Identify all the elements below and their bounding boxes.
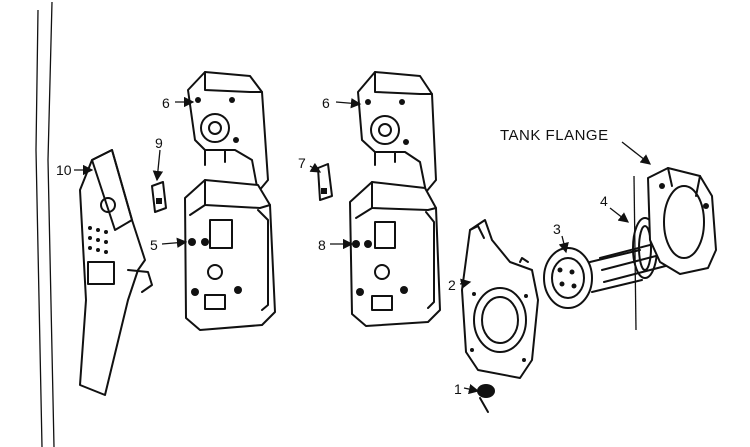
- access-cover-panel: [79, 149, 153, 396]
- heating-element-head: [543, 247, 643, 309]
- label-8: 8: [318, 237, 326, 253]
- label-4: 4: [600, 193, 608, 209]
- screw: [477, 384, 495, 413]
- lower-thermostat-right: [349, 181, 441, 327]
- upper-thermostat-left: [187, 71, 269, 193]
- label-7: 7: [298, 155, 306, 171]
- label-6a: 6: [162, 95, 170, 111]
- tank-flange: [633, 167, 717, 331]
- scan-edge-lines: [35, 1, 55, 447]
- label-6b: 6: [322, 95, 330, 111]
- label-1: 1: [454, 381, 462, 397]
- upper-thermostat-right: [357, 71, 437, 193]
- tank-flange-label: TANK FLANGE: [500, 127, 609, 144]
- label-2: 2: [448, 277, 456, 293]
- clip-part-9: [151, 181, 167, 213]
- label-9: 9: [155, 135, 163, 151]
- gasket-plate: [461, 219, 539, 379]
- label-5: 5: [150, 237, 158, 253]
- clip-part-7: [317, 163, 333, 201]
- label-3: 3: [553, 221, 561, 237]
- label-10: 10: [56, 162, 72, 178]
- callout-leaders: [74, 96, 652, 395]
- lower-thermostat-left: [184, 179, 276, 331]
